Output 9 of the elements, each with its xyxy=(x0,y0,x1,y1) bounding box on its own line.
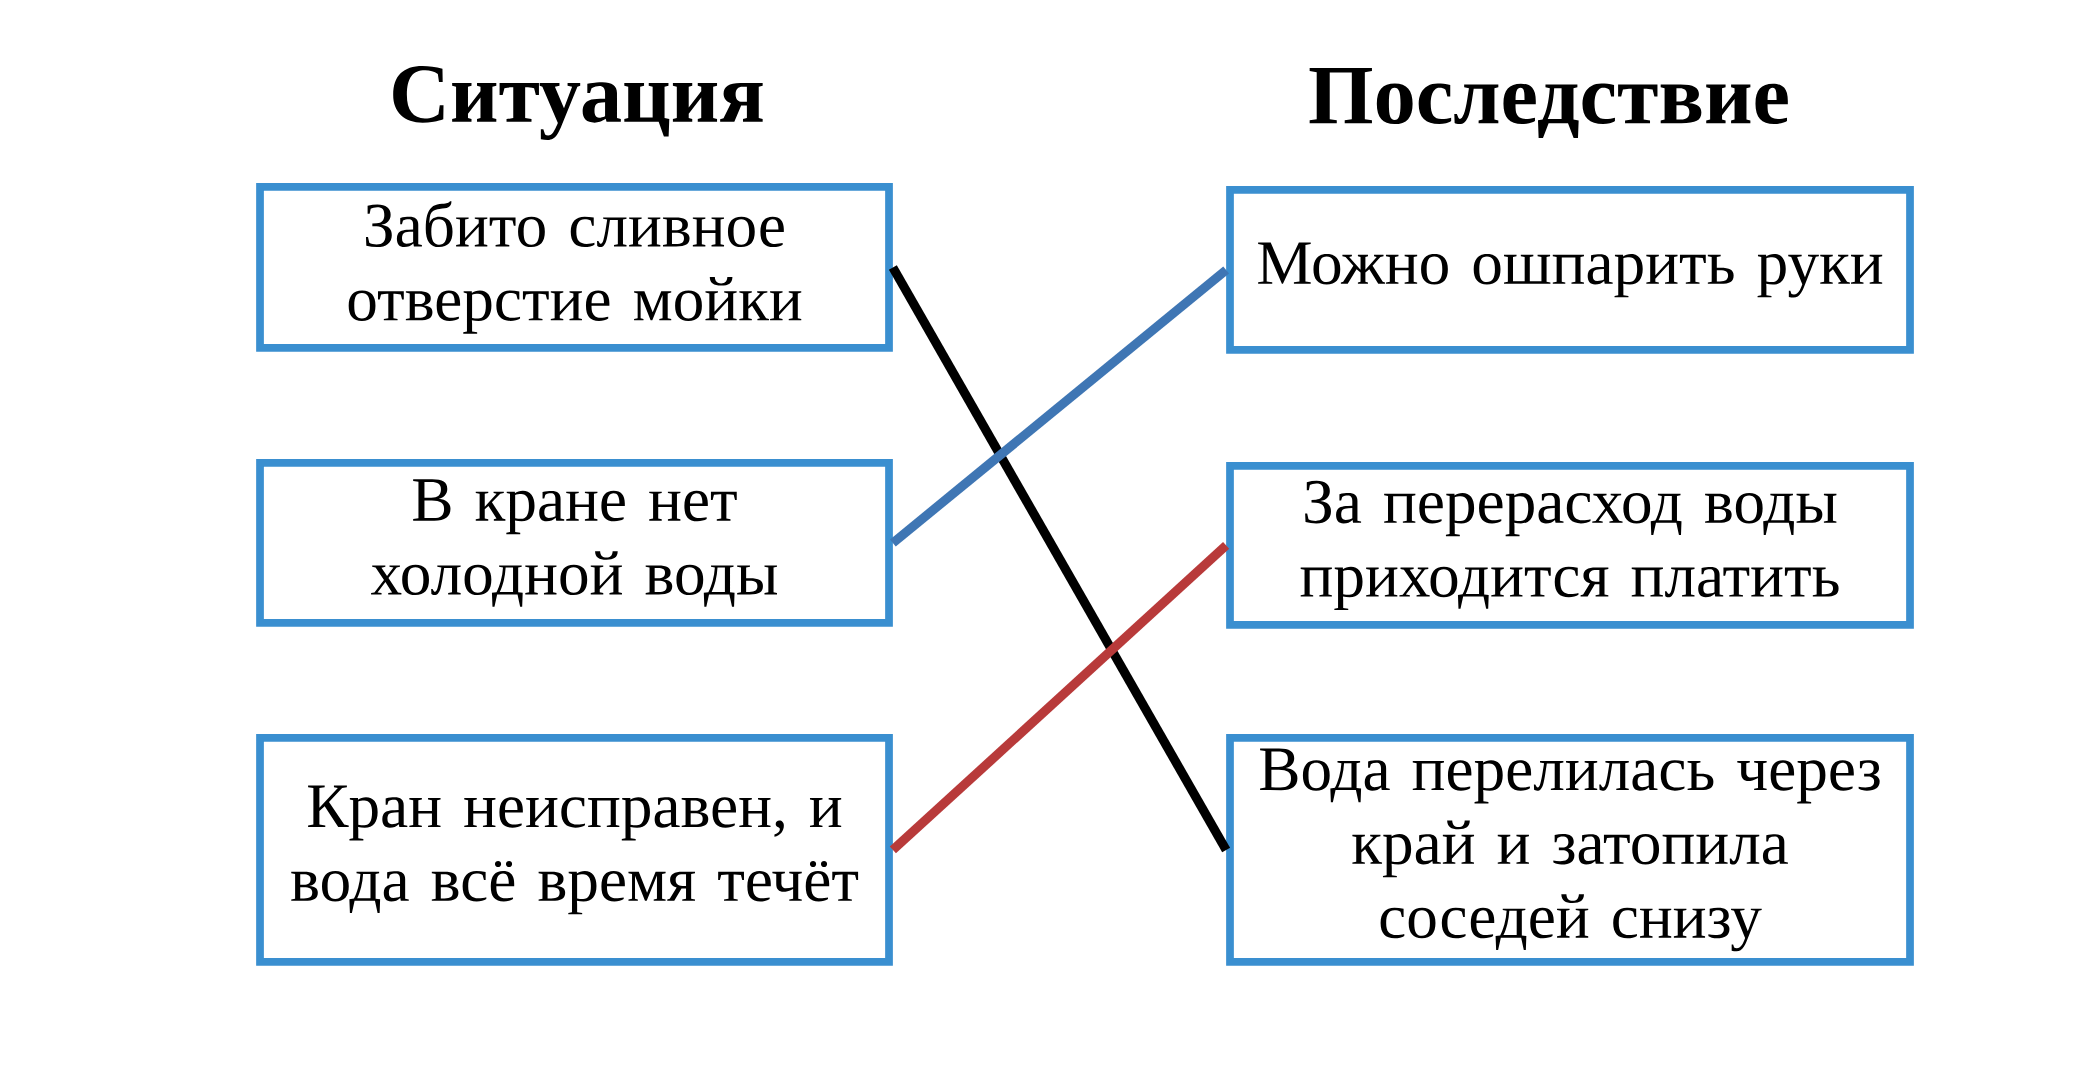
connecting-line xyxy=(888,265,1231,853)
text-box: Можно ошпарить руки xyxy=(1226,186,1914,354)
text-box: Вода перелилась через край и затопила соседей снизу xyxy=(1226,734,1914,966)
text-box: Кран неисправен, и вода всё время течёт xyxy=(256,734,893,966)
connecting-line xyxy=(889,542,1230,854)
text-box: Забито сливное отверстие мойки xyxy=(256,183,893,352)
text-box: В кране нет холодной воды xyxy=(256,459,893,627)
text-box: За перерасход воды приходится платить xyxy=(1226,462,1914,629)
connecting-line xyxy=(889,266,1230,547)
